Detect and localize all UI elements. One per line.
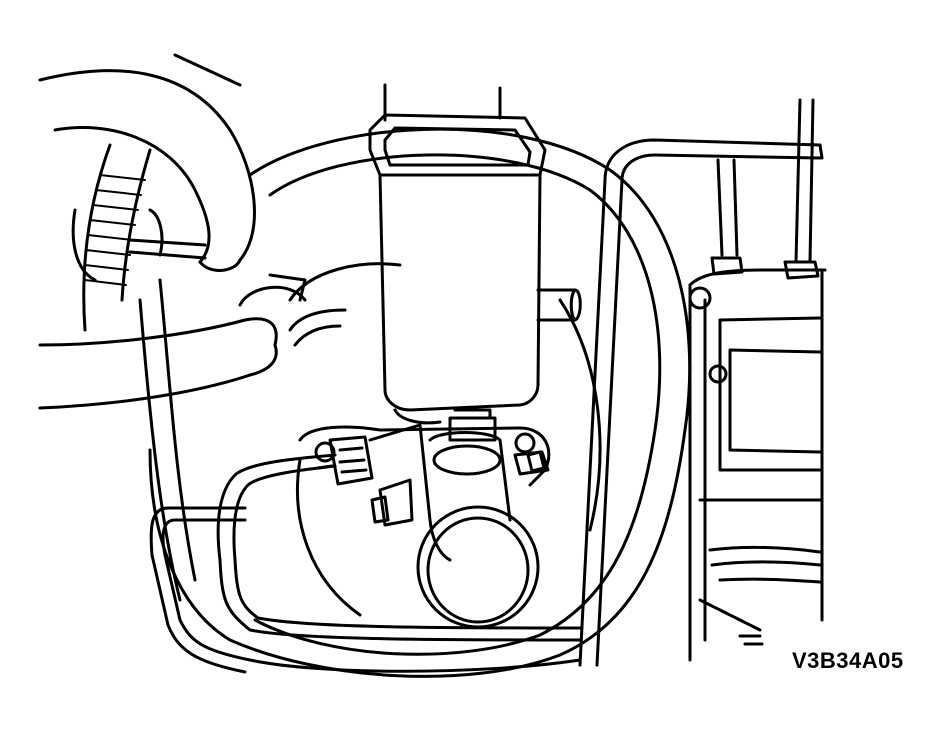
vacuum-hose [38,53,256,272]
heater-hose [38,317,278,410]
flange-bolt-left [314,441,336,463]
fluid-reservoir [368,83,582,425]
brake-line-left-2 [232,464,582,630]
master-cylinder-end-outer [416,505,540,629]
vacuum-hose-end [198,258,242,272]
master-cylinder-body [368,423,452,562]
hose-top-line [173,53,242,87]
brake-line-drop-1 [716,158,739,257]
hose-clamp [238,273,307,307]
reservoir-body [378,173,542,412]
master-cylinder-bore [432,444,502,476]
reservoir-grommet-nut [448,408,497,442]
booster-side-ring-2 [158,278,197,582]
brake-line-loop [288,308,347,347]
master-cylinder-port [378,478,414,527]
brake-line-outer-2 [149,506,247,674]
master-cylinder-port-nut [370,495,390,524]
brake-line-top-cap [818,143,824,160]
reservoir-bottom-line [393,408,442,425]
booster-side-ring [138,298,182,602]
mounting-nut-left-stud [316,464,334,470]
corrugation-ribs [84,174,146,286]
engine-block-lower [698,498,822,646]
heater-hose-bottom [38,343,278,410]
hose-clamp-tab [268,273,307,302]
engine-bolt-2 [708,364,728,384]
fitting-left [328,435,374,486]
heater-hose-top [38,317,278,347]
engine-component [688,256,827,662]
reservoir-cap-top [368,113,547,177]
booster-face-arc-right [558,298,602,532]
vacuum-hose-lower-edge [53,126,211,264]
figure-id-label: V3B34A05 [792,648,904,673]
booster-outer-rim [148,127,692,678]
mounting-nuts [316,450,546,473]
master-cylinder-end-inner [426,516,530,624]
brake-line-vertical-top [603,138,822,182]
flange-bolt-right [514,432,536,454]
brake-line-outer [161,518,582,673]
reservoir-cap-inner [383,126,532,167]
brake-lines [149,98,824,674]
hose-clamp-band [238,285,307,307]
left-fitting-nipple [128,238,207,260]
corrugated-hose [71,143,207,332]
brake-line-left [216,453,582,642]
master-cylinder-body-right [428,431,512,522]
engine-hex-nut-2 [783,260,820,280]
engine-block-inner [703,298,822,642]
brake-line-drop-2 [794,98,815,264]
left-fitting [71,208,164,282]
engine-block-panel [728,348,822,454]
corrugated-hose-outer [82,143,112,332]
brake-booster [138,127,692,678]
engine-bolt-1 [688,286,712,310]
booster-front-face [288,262,402,302]
engine-hex-nut-1 [710,256,744,276]
brake-line-vertical [578,178,624,667]
vacuum-hose-upper-edge [38,69,256,262]
mounting-nut-right [526,450,546,473]
booster-inner-rim [253,153,662,656]
engine-block-fins [708,545,822,584]
booster-face-arc-left [296,458,362,617]
reservoir-outlet-end [569,288,577,322]
